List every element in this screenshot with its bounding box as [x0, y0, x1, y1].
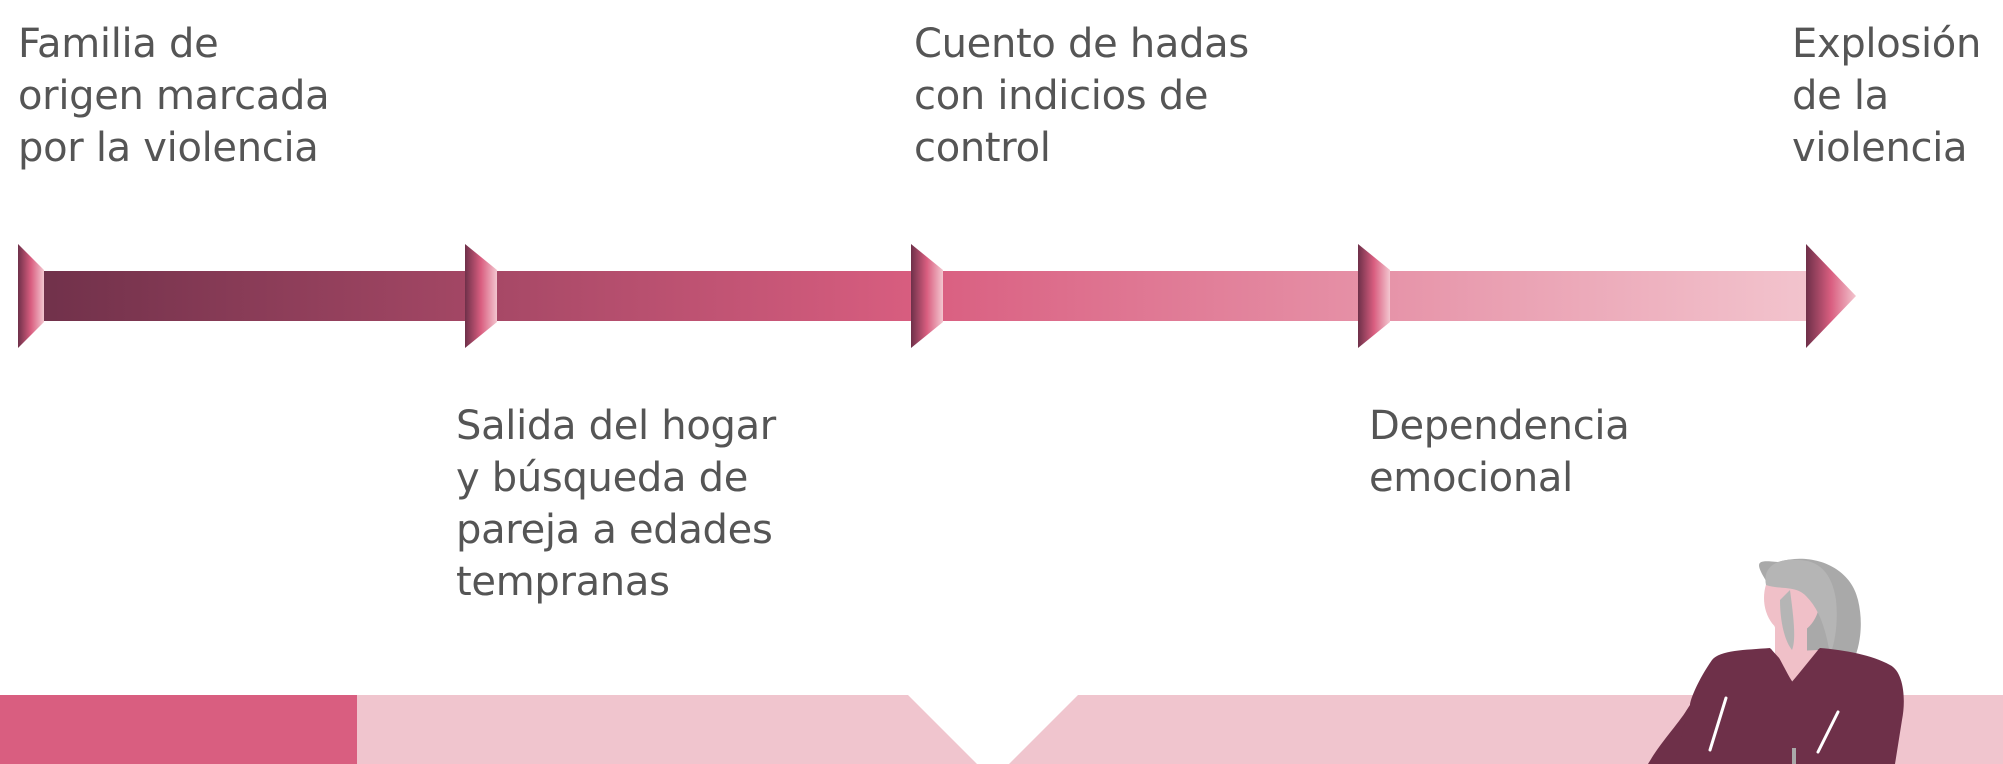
stage-marker-3 [911, 244, 943, 348]
stage-label-2: Salida del hogar y búsqueda de pareja a … [456, 403, 776, 605]
stage-label-4: Dependencia emocional [1369, 403, 1630, 501]
stage-label-5: Explosión de la violencia [1792, 21, 1981, 171]
stage-marker-4 [1358, 244, 1390, 348]
timeline-chevrons [18, 244, 1856, 348]
stage-label-3: Cuento de hadas con indicios de control [914, 21, 1249, 171]
banner-dark-segment [0, 695, 357, 764]
stage-marker-2 [465, 244, 497, 348]
stage-label-1: Familia de origen marcada por la violenc… [18, 21, 330, 171]
banner-light-left [357, 695, 977, 764]
timeline-arrow-head [1806, 244, 1856, 348]
stage-marker-1 [18, 244, 44, 348]
woman-figure-icon [1648, 558, 1904, 764]
